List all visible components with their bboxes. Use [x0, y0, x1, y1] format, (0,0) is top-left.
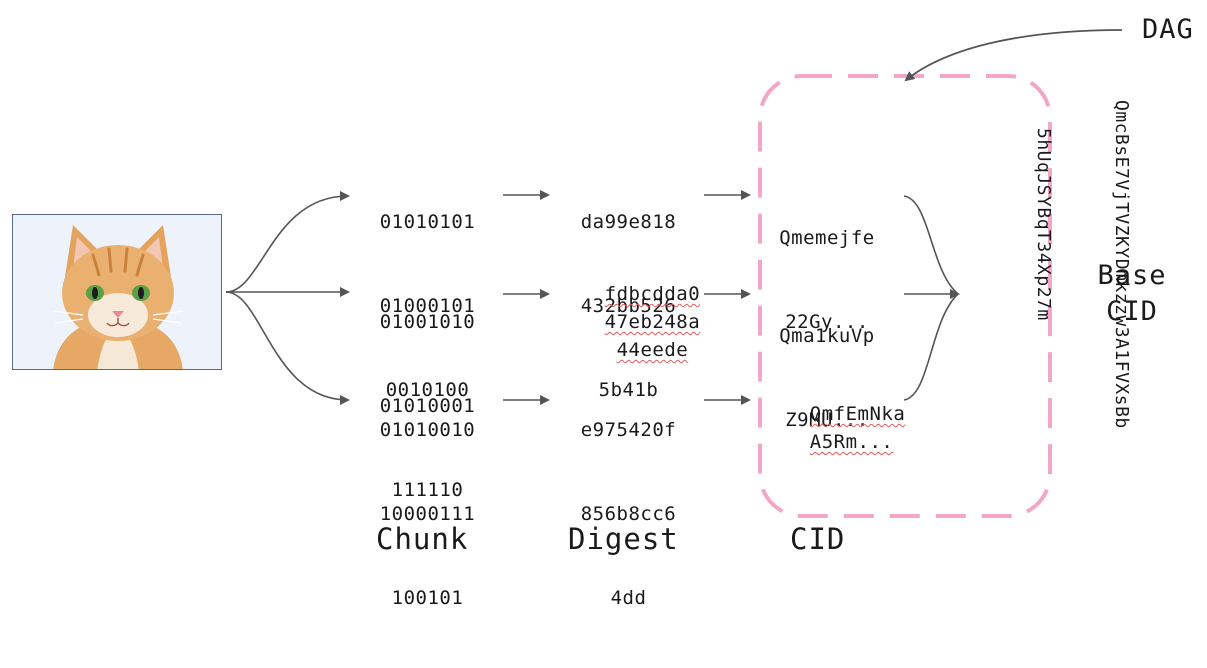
- chunk-block-1: 01010101 01000101 0010100: [355, 152, 500, 460]
- digest-block-1: da99e818 432bb526 5b41b: [556, 152, 701, 460]
- cid-1-line-1: Qmemejfe: [779, 227, 875, 249]
- chunk-1-line-1: 01010101: [379, 211, 476, 233]
- base-cid-value-line-2: 5hUqJSYBqT34Xp27m: [1033, 128, 1054, 321]
- dag-pointer-arrow: [904, 29, 1123, 82]
- cid-merge-arrow-3: [903, 293, 959, 401]
- chunk-3-line-1: 01010010: [379, 419, 476, 441]
- cid-block-2: Qma1kuVp Z9MU...: [762, 266, 892, 490]
- cat-image: [12, 214, 222, 370]
- chunk-3-line-2: 10000111: [379, 503, 476, 525]
- fan-arrow-top: [225, 191, 350, 293]
- chunk-3-line-3: 100101: [391, 587, 464, 609]
- cid-2-line-1: Qma1kuVp: [779, 325, 875, 347]
- chunk-2-line-1: 01001010: [379, 311, 476, 333]
- digest-2-line-1: fdbcdda0: [604, 283, 701, 305]
- base-cid-label-line-1: Base: [1097, 260, 1167, 291]
- digest-1-line-2: 432bb526: [580, 295, 677, 317]
- chunk-block-2: 01001010 01010001 111110: [355, 252, 500, 560]
- chunk-1-line-3: 0010100: [385, 379, 470, 401]
- cid-block-3: QmfEmNka A5Rm...: [762, 372, 905, 484]
- digest-3-line-2: 856b8cc6: [580, 503, 677, 525]
- cat-photo-icon: [13, 215, 221, 369]
- base-cid-value-line-1: QmcBsE7VjTVZKYDmkzzw3A1FVXsBb: [1111, 100, 1132, 429]
- digest-3-line-3: 4dd: [610, 587, 647, 609]
- cid-3-line-2: A5Rm...: [809, 431, 894, 453]
- diagram: 01010101 01000101 0010100 01001010 01010…: [12, 14, 1194, 609]
- digest-label: Digest: [568, 522, 679, 556]
- fan-arrow-bottom: [225, 291, 350, 405]
- chunk-2-line-3: 111110: [391, 479, 464, 501]
- base-cid-value: QmcBsE7VjTVZKYDmkzzw3A1FVXsBb 5hUqJSYBqT…: [978, 100, 1186, 500]
- digest-block-3: e975420f 856b8cc6 4dd: [556, 360, 701, 668]
- cid-1-line-2: 22Gy...: [785, 311, 869, 333]
- chunk-1-line-2: 01000101: [379, 295, 476, 317]
- connectors: [225, 29, 1123, 518]
- cid-label: CID: [790, 522, 846, 556]
- dag-label: DAG: [1142, 14, 1194, 45]
- cid-merge-arrow-1: [903, 195, 959, 295]
- chunk-2-line-2: 01010001: [379, 395, 476, 417]
- digest-block-2: fdbcdda0 47eb248a 44eede: [556, 252, 701, 392]
- digest-1-line-1: da99e818: [580, 211, 677, 233]
- base-cid-label-line-2: CID: [1106, 296, 1158, 327]
- digest-3-line-1: e975420f: [580, 419, 677, 441]
- digest-2-line-3: 44eede: [616, 339, 689, 361]
- cid-2-line-2: Z9MU...: [785, 409, 869, 431]
- chunk-block-3: 01010010 10000111 100101: [355, 360, 500, 668]
- cid-block-1: Qmemejfe 22Gy...: [762, 168, 892, 392]
- digest-1-line-3: 5b41b: [598, 379, 659, 401]
- digest-2-line-2: 47eb248a: [604, 311, 701, 333]
- chunk-label: Chunk: [376, 522, 469, 556]
- cid-3-line-1: QmfEmNka: [809, 403, 906, 425]
- base-cid-label: Base CID: [1084, 258, 1180, 330]
